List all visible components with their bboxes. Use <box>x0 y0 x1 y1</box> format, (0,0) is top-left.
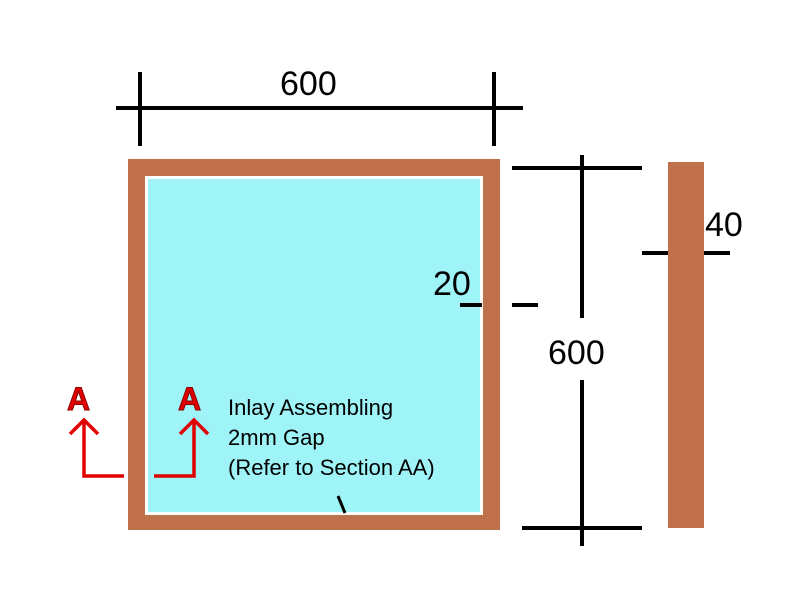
gap-dimension-label: 20 <box>433 265 471 303</box>
height-dimension-label: 600 <box>548 334 605 372</box>
section-marker-right-arrow <box>154 417 210 478</box>
glass-panel <box>148 179 480 512</box>
note-line-1: Inlay Assembling <box>228 395 393 420</box>
section-marker-right-label: A <box>178 381 201 417</box>
note-leader-line <box>336 495 347 514</box>
section-marker-left-arrow <box>68 417 124 478</box>
note-line-3: (Refer to Section AA) <box>228 455 435 480</box>
note-line-2: 2mm Gap <box>228 425 325 450</box>
height-dimension <box>512 155 642 546</box>
width-dimension <box>116 72 523 146</box>
side-view-strip <box>668 162 704 528</box>
thickness-dimension-label: 40 <box>705 206 743 244</box>
width-dimension-label: 600 <box>280 65 337 103</box>
section-marker-left-label: A <box>67 381 90 417</box>
